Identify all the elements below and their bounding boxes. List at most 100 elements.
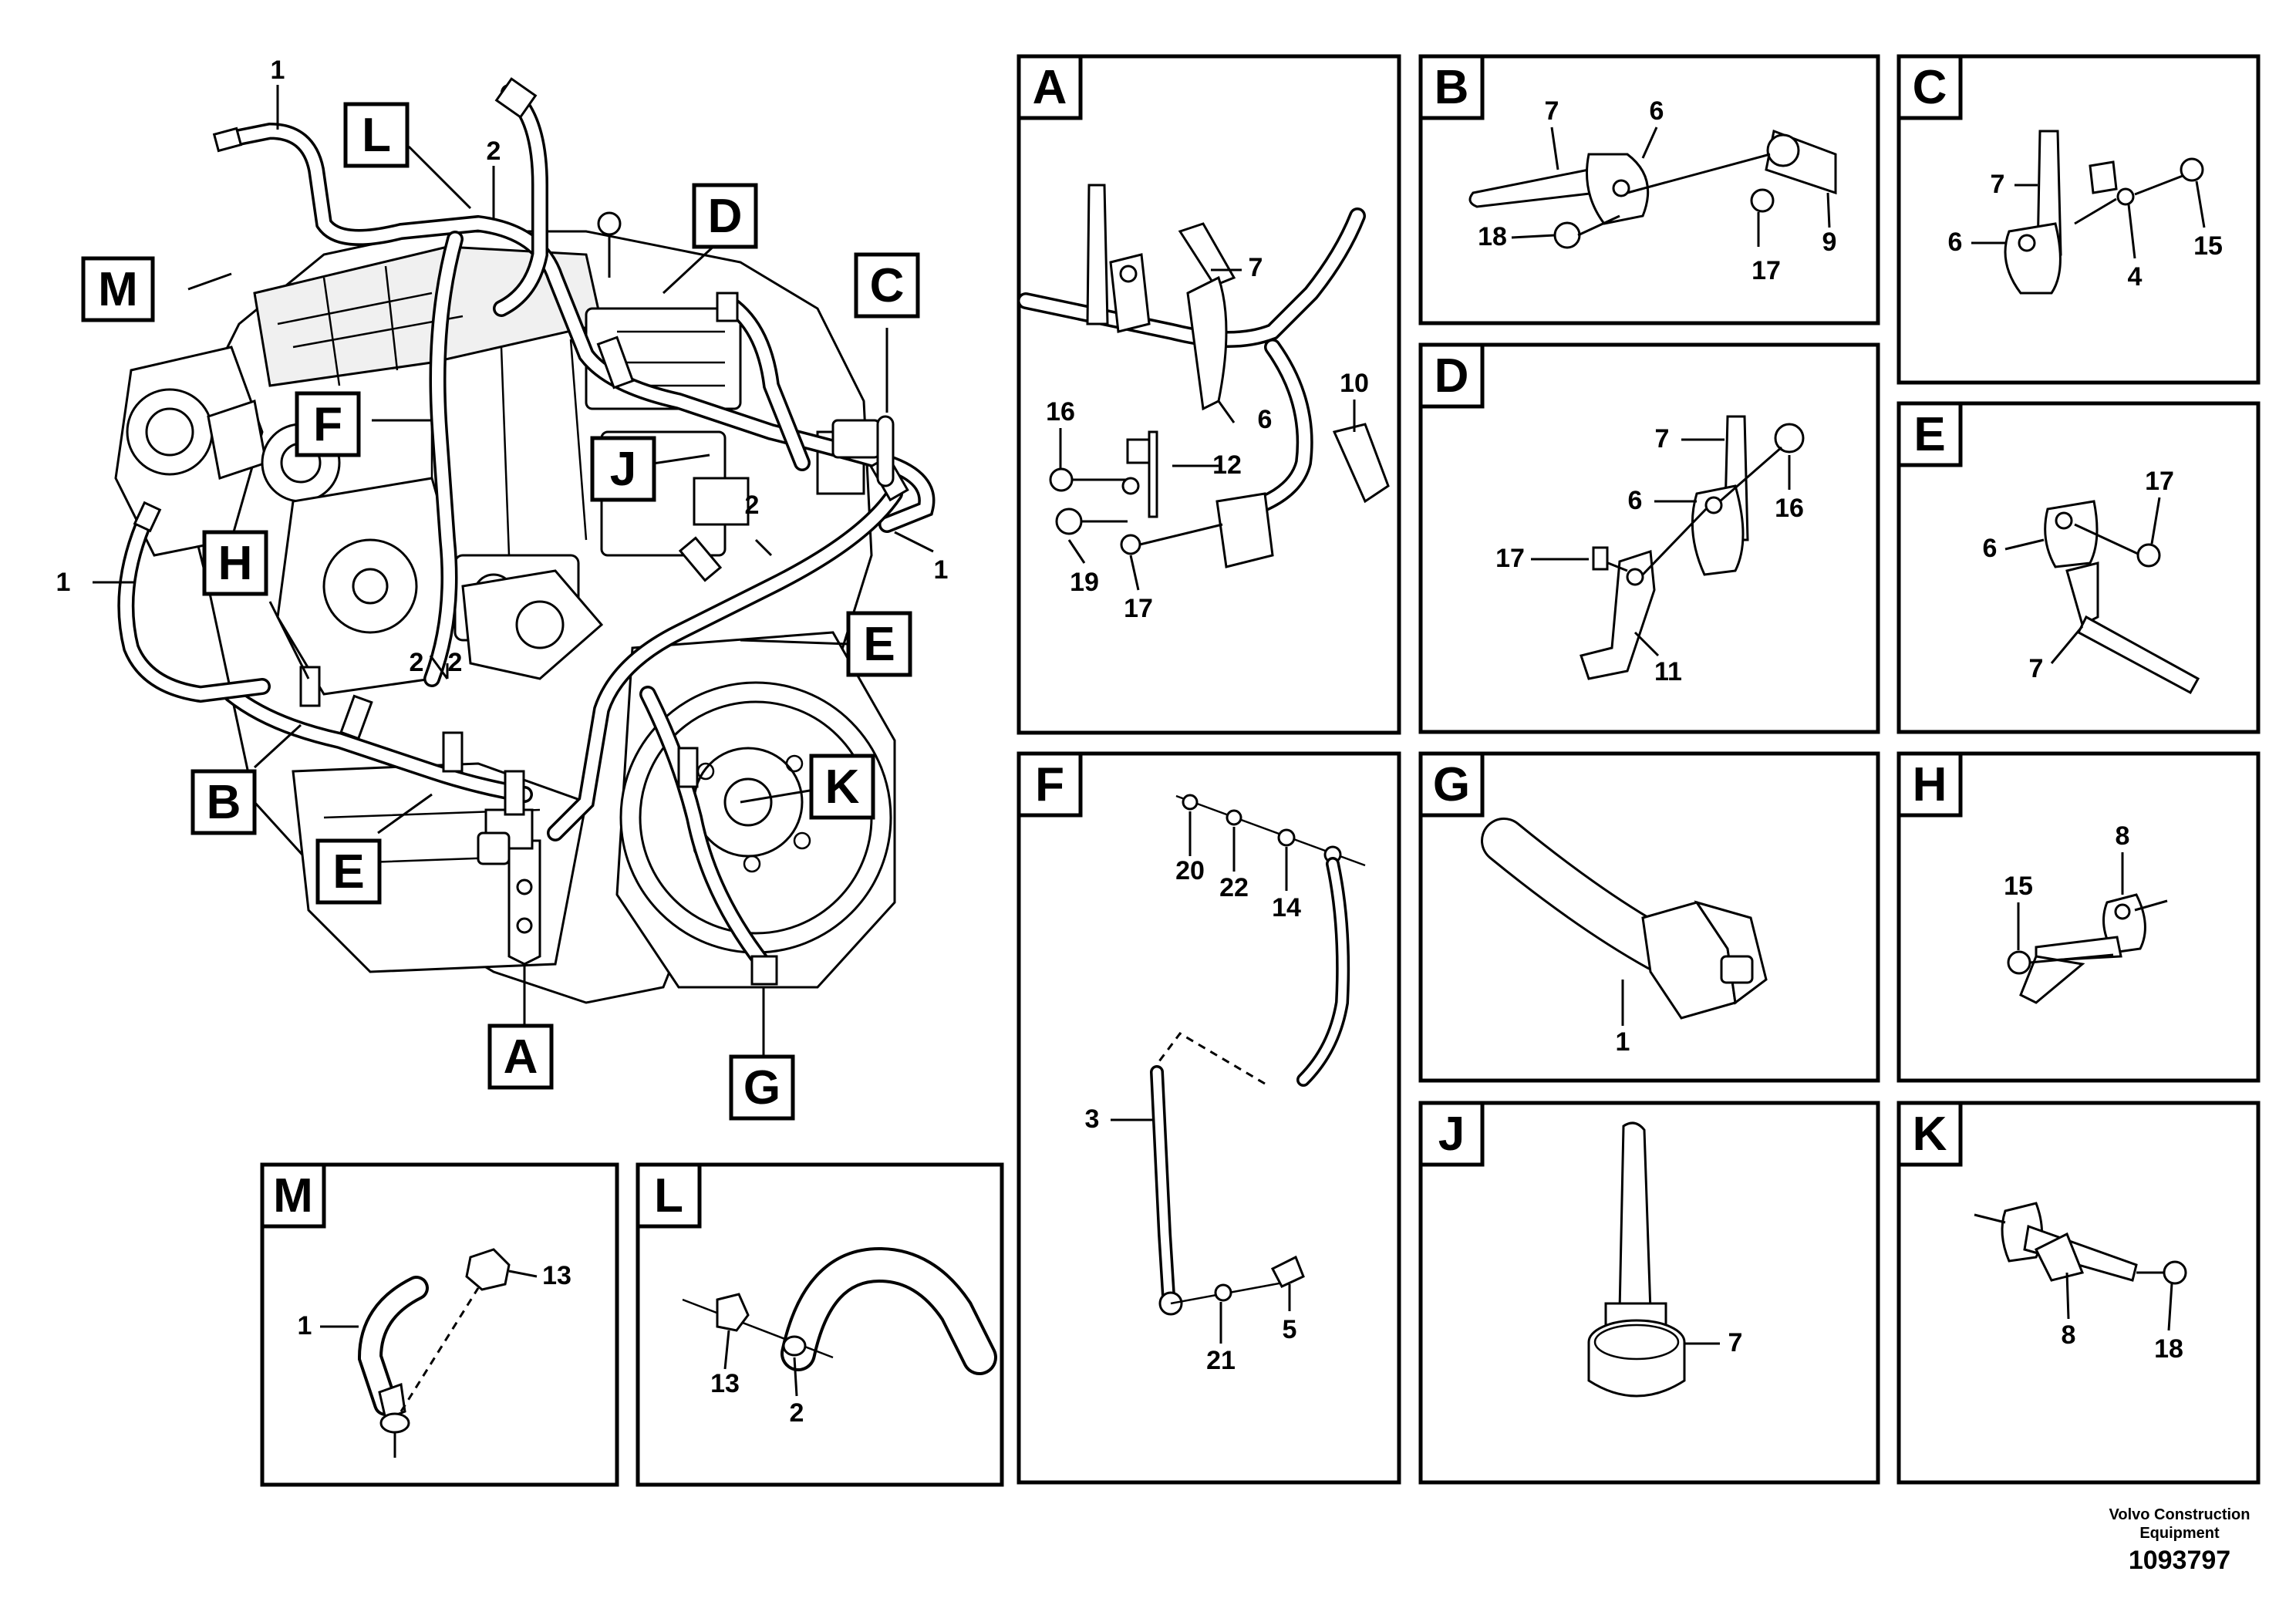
svg-text:13: 13: [542, 1261, 571, 1290]
main-number: 1: [271, 56, 285, 85]
bolt-icon: [1270, 1255, 1305, 1288]
panel-G: G 1: [1418, 751, 1880, 1083]
svg-text:1: 1: [1616, 1027, 1630, 1057]
nut-icon: [465, 1248, 511, 1291]
callout-M: M: [81, 256, 155, 322]
svg-text:H: H: [1913, 758, 1947, 811]
svg-text:7: 7: [1545, 96, 1559, 126]
panel-D: D 7 6 16 17 11: [1418, 342, 1880, 734]
svg-text:6: 6: [1948, 228, 1963, 257]
svg-text:G: G: [743, 1061, 781, 1114]
svg-text:6: 6: [1983, 534, 1998, 563]
cable-tie-icon: [1618, 1121, 1652, 1313]
main-number: 1: [56, 568, 71, 597]
svg-text:2: 2: [790, 1398, 804, 1428]
cable-tie-icon: [2065, 561, 2099, 627]
svg-text:21: 21: [1206, 1346, 1236, 1375]
connector-icon: [378, 1382, 406, 1421]
brand-line1: Volvo Construction: [2109, 1506, 2250, 1523]
svg-text:7: 7: [1728, 1328, 1743, 1357]
panel-A-labels: 7 16 6 12 10 19 17: [1046, 253, 1369, 623]
callout-K: K: [809, 754, 875, 820]
drawing-number: 1093797: [2129, 1546, 2230, 1575]
svg-text:D: D: [1435, 349, 1469, 403]
svg-text:14: 14: [1272, 893, 1301, 922]
clamp-icon: [2004, 222, 2062, 295]
washer-icon: [2089, 160, 2118, 194]
panel-L: L 13 2: [636, 1162, 1004, 1487]
clamp-icon: [1587, 1319, 1686, 1398]
engine-main-view: L D M C F J H E B K E A G 1 2 2 1 1 2 2: [56, 56, 949, 1121]
callout-L: L: [343, 102, 410, 168]
bolt-icon: [2163, 1260, 2187, 1285]
svg-text:3: 3: [1085, 1104, 1100, 1134]
panel-M: M 13 1: [260, 1162, 619, 1487]
svg-text:7: 7: [1991, 170, 2005, 199]
svg-text:B: B: [1435, 61, 1469, 114]
cable-tie-icon: [2023, 1224, 2138, 1282]
main-numbers: 1 2 2 1 1 2 2: [56, 56, 949, 677]
svg-text:13: 13: [710, 1369, 740, 1398]
callout-E-right: E: [846, 611, 912, 677]
svg-text:9: 9: [1822, 228, 1837, 257]
svg-text:17: 17: [1124, 594, 1153, 623]
washer-icon: [782, 1335, 807, 1357]
svg-text:7: 7: [1655, 424, 1670, 454]
svg-text:10: 10: [1340, 369, 1369, 398]
svg-text:A: A: [1033, 61, 1067, 114]
cable-tie-icon: [1086, 184, 1109, 325]
svg-text:M: M: [98, 263, 138, 316]
panel-A: A 7 16 6 12 10 19: [1017, 54, 1401, 735]
panel-C: C 7 6 4 15: [1896, 54, 2261, 385]
callout-E-bottom: E: [315, 838, 382, 905]
svg-text:G: G: [1433, 758, 1470, 811]
panel-F: F 20 22 14 3 21 5: [1017, 751, 1401, 1485]
washer-icon: [1277, 828, 1296, 847]
connector-icon: [1215, 492, 1274, 568]
callout-G: G: [729, 1054, 795, 1121]
cable-tie-icon: [1468, 168, 1599, 208]
callout-J: J: [590, 436, 656, 502]
washer-icon: [1226, 809, 1242, 826]
wiring-harness-icon: [117, 77, 936, 986]
svg-text:E: E: [863, 618, 895, 671]
nut-icon: [716, 1293, 750, 1332]
svg-text:H: H: [218, 537, 253, 590]
svg-text:19: 19: [1070, 568, 1099, 597]
bolt-icon: [2007, 950, 2031, 975]
bolt-icon: [1049, 467, 1074, 492]
main-number: 2: [410, 648, 424, 677]
svg-text:J: J: [1438, 1108, 1465, 1161]
washer-icon: [1214, 1283, 1232, 1302]
svg-text:C: C: [870, 259, 905, 312]
svg-text:K: K: [825, 760, 860, 814]
panel-B: B 7 6 18 17 9: [1418, 54, 1880, 325]
connector-icon: [1641, 900, 1768, 1020]
svg-text:F: F: [1035, 758, 1064, 811]
brand-line2: Equipment: [2139, 1525, 2220, 1542]
bolt-icon: [1120, 534, 1141, 555]
svg-text:6: 6: [1650, 96, 1664, 126]
panel-K: K 8 18: [1896, 1101, 2261, 1485]
svg-text:1: 1: [298, 1311, 312, 1340]
svg-text:F: F: [313, 398, 342, 451]
svg-text:A: A: [504, 1030, 538, 1084]
svg-text:15: 15: [2004, 872, 2033, 901]
callout-H: H: [202, 530, 268, 596]
main-number: 2: [448, 648, 463, 677]
svg-text:C: C: [1913, 61, 1947, 114]
panel-E: E 17 6 7: [1896, 401, 2261, 734]
svg-text:7: 7: [2029, 654, 2044, 683]
footer-credit: Volvo Construction Equipment 1093797: [2109, 1506, 2250, 1575]
svg-text:16: 16: [1046, 397, 1075, 427]
svg-text:20: 20: [1175, 856, 1205, 885]
svg-text:22: 22: [1219, 873, 1249, 902]
callout-C: C: [854, 252, 920, 319]
bolt-icon: [1750, 188, 1775, 213]
svg-text:18: 18: [1478, 222, 1507, 251]
bolt-icon: [1592, 546, 1609, 571]
svg-text:L: L: [362, 109, 391, 162]
svg-text:8: 8: [2116, 821, 2130, 851]
clamp-icon: [2044, 500, 2099, 568]
